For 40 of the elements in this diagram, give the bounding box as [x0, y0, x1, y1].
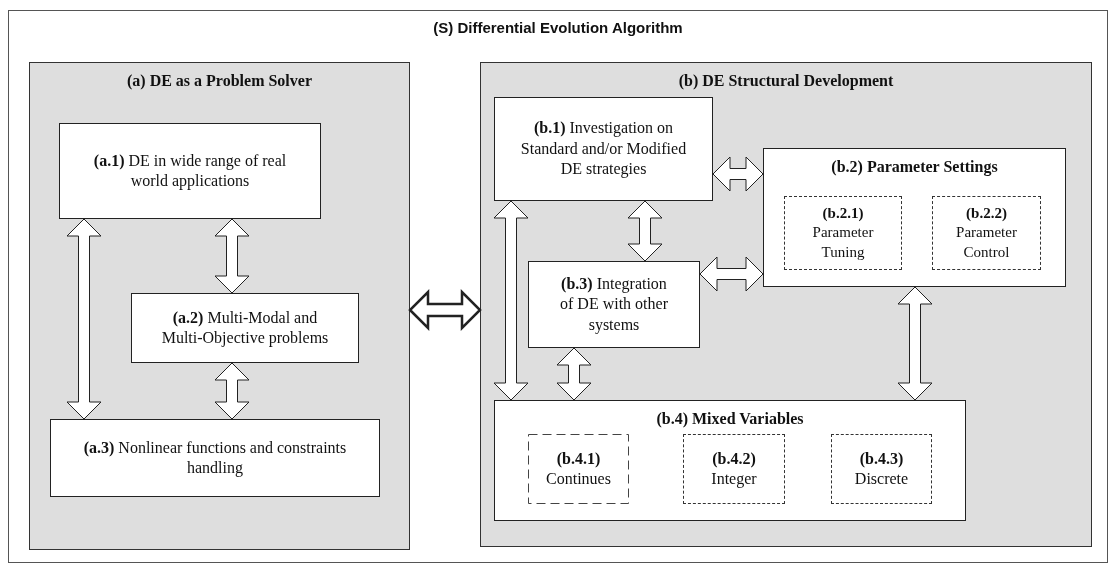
- panel-heading: (b) DE Structural Development: [677, 71, 895, 92]
- sub-box: [683, 434, 785, 504]
- box-text: (b.4.2) Integer: [710, 448, 758, 490]
- box-text: (a.2) Multi-Modal and Multi-Objective problems: [160, 307, 330, 349]
- double-arrow: [712, 156, 764, 192]
- box-text: (b.3) Integration of DE with other systems: [559, 273, 669, 336]
- sub-box: [932, 196, 1041, 270]
- double-arrow: [214, 362, 250, 420]
- sub-box: [831, 434, 932, 504]
- double-arrow: [214, 218, 250, 294]
- box-text: (b.2.1) Parameter Tuning: [811, 204, 875, 262]
- diagram-frame: [8, 10, 1108, 563]
- process-box: [131, 293, 359, 363]
- double-arrow: [408, 289, 482, 331]
- process-box: [50, 419, 380, 497]
- section-panel: [480, 62, 1092, 547]
- panel-heading: (a) DE as a Problem Solver: [126, 71, 313, 92]
- double-arrow: [66, 218, 102, 420]
- group-heading: (b.4) Mixed Variables: [655, 409, 805, 430]
- frame-heading: (S) Differential Evolution Algorithm: [432, 18, 684, 38]
- sub-box: [784, 196, 902, 270]
- box-text: (b.4.1) Continues: [545, 448, 612, 489]
- box-text: (a.3) Nonlinear functions and constraints handling: [82, 437, 348, 479]
- group-heading: (b.2) Parameter Settings: [830, 157, 999, 178]
- box-text: (a.1) DE in wide range of real world applications: [92, 150, 288, 192]
- double-arrow: [699, 256, 764, 292]
- process-box: [528, 261, 700, 348]
- process-box: [59, 123, 321, 219]
- double-arrow: [493, 200, 529, 401]
- sub-box: [528, 434, 629, 504]
- double-arrow: [556, 347, 592, 401]
- section-panel: [29, 62, 410, 550]
- box-text: (b.2.2) Parameter Control: [955, 204, 1018, 262]
- box-text: (b.1) Investigation on Standard and/or Modified DE strategies: [519, 118, 688, 180]
- group-box: [494, 400, 966, 521]
- double-arrow: [897, 286, 933, 401]
- box-text: (b.4.3) Discrete: [853, 448, 910, 489]
- group-box: [763, 148, 1066, 287]
- double-arrow: [627, 200, 663, 262]
- process-box: [494, 97, 713, 201]
